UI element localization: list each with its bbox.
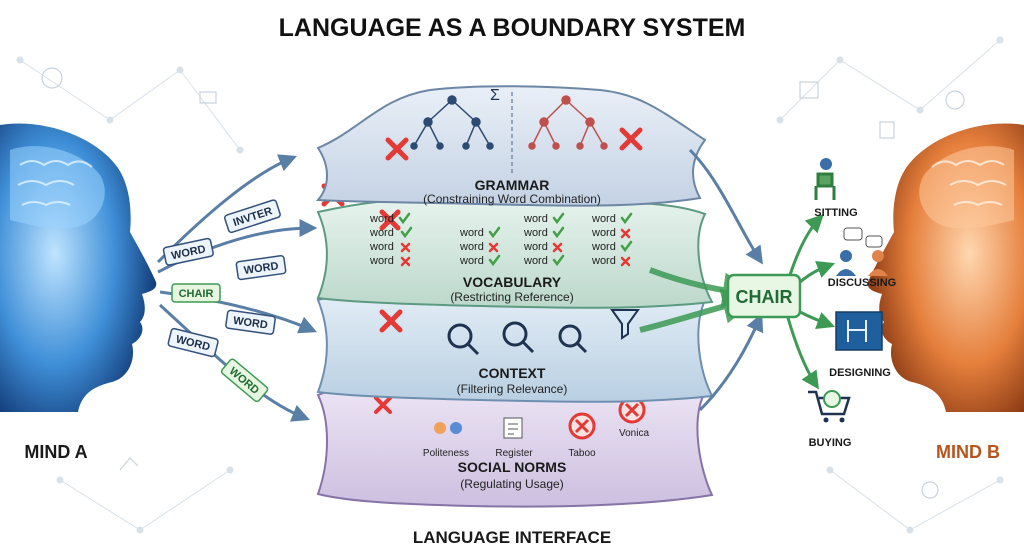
reject-icon xyxy=(379,309,403,333)
social-item-politeness: Politeness xyxy=(423,448,469,459)
grammar-title: GRAMMAR xyxy=(475,177,550,193)
svg-text:DISCUSSING: DISCUSSING xyxy=(828,277,896,289)
reject-small-icon xyxy=(400,228,631,267)
register-icon xyxy=(503,417,523,439)
social-item-taboo: Taboo xyxy=(568,448,596,459)
svg-text:word: word xyxy=(591,227,616,239)
taboo-icon xyxy=(568,412,596,440)
svg-text:word: word xyxy=(523,227,548,239)
footer-label: LANGUAGE INTERFACE xyxy=(413,528,611,547)
svg-text:word: word xyxy=(591,255,616,267)
funnel-icon xyxy=(610,309,640,340)
svg-text:CHAIR: CHAIR xyxy=(179,288,214,300)
svg-text:word: word xyxy=(523,213,548,225)
syntax-tree-icon xyxy=(410,95,494,150)
svg-text:word: word xyxy=(369,213,394,225)
mind-b-label: MIND B xyxy=(936,442,1000,462)
svg-text:word: word xyxy=(591,213,616,225)
syntax-tree-rejected-icon xyxy=(528,95,608,150)
input-token: WORD xyxy=(162,237,214,266)
vonica-icon xyxy=(618,396,646,424)
magnifier-icon xyxy=(447,321,588,356)
mind-b-head xyxy=(867,123,1024,412)
svg-text:word: word xyxy=(459,227,484,239)
mind-a-label: MIND A xyxy=(24,442,87,462)
outcome-discussing: DISCUSSING xyxy=(828,227,896,289)
context-subtitle: (Filtering Relevance) xyxy=(457,382,568,396)
background-network xyxy=(16,36,1004,534)
svg-text:WORD: WORD xyxy=(232,315,268,332)
grammar-layer: GRAMMAR (Constraining Word Combination) … xyxy=(315,85,707,207)
diagram-title: LANGUAGE AS A BOUNDARY SYSTEM xyxy=(279,14,746,42)
politeness-icon xyxy=(434,422,462,434)
social-norms-title: SOCIAL NORMS xyxy=(458,459,567,475)
svg-text:DESIGNING: DESIGNING xyxy=(829,367,891,379)
grammar-subtitle: (Constraining Word Combination) xyxy=(423,192,601,206)
svg-text:word: word xyxy=(591,241,616,253)
reject-icon xyxy=(385,127,643,161)
outcome-sitting: SITTING xyxy=(814,158,858,219)
svg-text:word: word xyxy=(459,255,484,267)
svg-text:word: word xyxy=(369,227,394,239)
reject-icon xyxy=(374,396,392,414)
svg-text:word: word xyxy=(523,241,548,253)
outcome-designing: DESIGNING xyxy=(829,311,891,379)
input-token: INVTER xyxy=(224,199,281,234)
social-item-vonica: Vonica xyxy=(619,428,649,439)
social-norms-subtitle: (Regulating Usage) xyxy=(460,477,563,491)
svg-text:CHAIR: CHAIR xyxy=(736,287,793,307)
vocabulary-title: VOCABULARY xyxy=(463,274,562,290)
svg-text:word: word xyxy=(459,241,484,253)
sigma-icon: Σ xyxy=(490,87,500,104)
outcome-arrows xyxy=(786,214,836,390)
vocabulary-subtitle: (Restricting Reference) xyxy=(450,290,573,304)
svg-text:word: word xyxy=(369,241,394,253)
reject-icon xyxy=(379,209,401,231)
vocabulary-grid: word word word word word word word word … xyxy=(369,213,616,267)
background-doodles xyxy=(41,67,965,499)
social-norms-layer: SOCIAL NORMS (Regulating Usage) Politene… xyxy=(316,373,714,508)
context-title: CONTEXT xyxy=(479,365,546,381)
social-item-register: Register xyxy=(495,448,533,459)
input-token-chair: CHAIR xyxy=(171,283,221,303)
input-token: WORD xyxy=(220,358,269,403)
output-chair-box: CHAIR xyxy=(726,273,802,319)
accept-check-icon xyxy=(398,212,633,267)
input-token: WORD xyxy=(167,327,219,358)
input-token: WORD xyxy=(225,309,276,335)
svg-text:word: word xyxy=(369,255,394,267)
svg-text:WORD: WORD xyxy=(243,260,279,277)
outcome-buying: BUYING xyxy=(808,390,852,449)
input-token: WORD xyxy=(235,254,287,281)
svg-text:SITTING: SITTING xyxy=(814,207,857,219)
svg-text:word: word xyxy=(523,255,548,267)
svg-text:BUYING: BUYING xyxy=(809,437,852,449)
vocabulary-layer: VOCABULARY (Restricting Reference) word … xyxy=(316,197,714,309)
mind-a-head xyxy=(0,123,157,412)
